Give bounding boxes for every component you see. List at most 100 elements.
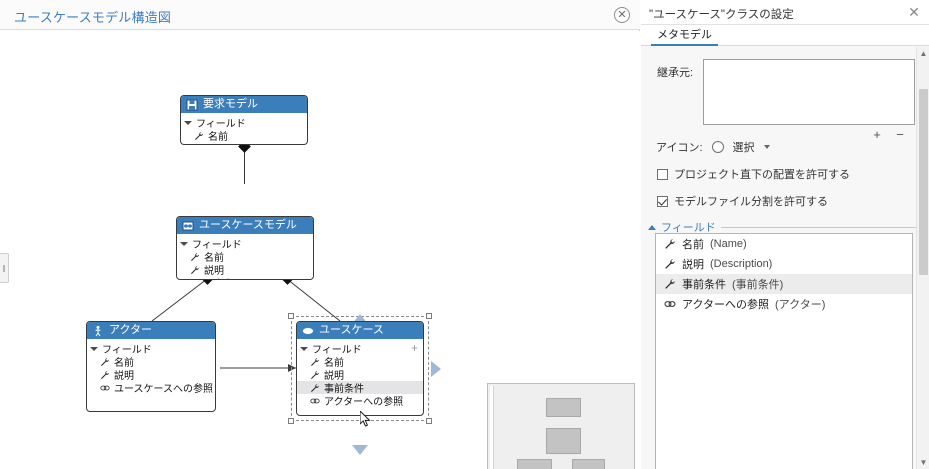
class-field-row[interactable]: 名前	[87, 355, 215, 369]
field-group-label: フィールド	[102, 345, 152, 356]
tab-metamodel[interactable]: メタモデル	[651, 26, 718, 46]
checkbox-box[interactable]	[657, 168, 668, 180]
connect-arrow-up[interactable]	[352, 314, 368, 324]
class-field-row[interactable]: 説明	[181, 141, 307, 146]
scrollbar-thumb[interactable]	[919, 89, 928, 275]
checkbox-box[interactable]	[657, 195, 668, 207]
connector-requirement-to-usecasemodel	[244, 144, 245, 184]
class-field-row[interactable]: 説明	[87, 368, 215, 382]
class-field-row[interactable]: アクターへの参照	[297, 394, 423, 408]
chevron-down-icon[interactable]	[763, 145, 770, 149]
minimap-node	[517, 459, 552, 469]
field-list-row[interactable]: 事前条件 (事前条件)	[656, 274, 912, 294]
resize-handle-se[interactable]	[426, 418, 432, 424]
class-node-requirement-model[interactable]: 要求モデル フィールド 名前 説明	[180, 95, 308, 145]
wrench-icon	[311, 383, 320, 392]
field-name: アクターへの参照	[682, 299, 770, 311]
field-list-row[interactable]: 説明 (Description)	[656, 254, 912, 274]
field-group-header[interactable]: フィールド +	[297, 341, 423, 356]
chevron-up-icon	[648, 224, 656, 230]
connector-lines	[151, 278, 341, 372]
circle-x-icon[interactable]: ✕	[614, 7, 630, 23]
add-field-button[interactable]: +	[410, 341, 418, 355]
field-list-row[interactable]: 名前 (Name)	[656, 234, 912, 254]
diagram-editor: ユースケースモデル構造図 ✕	[0, 0, 640, 469]
field-group-label: フィールド	[312, 345, 362, 356]
save-model-icon	[186, 99, 198, 110]
class-field-label: アクターへの参照	[324, 397, 404, 408]
editor-titlebar: ユースケースモデル構造図 ✕	[0, 0, 640, 30]
icon-select-button[interactable]: 選択	[732, 142, 755, 154]
close-icon[interactable]: ✕	[908, 4, 920, 20]
left-panel-handle[interactable]	[0, 253, 9, 283]
class-field-row[interactable]: アクター	[177, 276, 313, 279]
checkbox-allow-project-root[interactable]: プロジェクト直下の配置を許可する	[657, 166, 850, 182]
scroll-up-button[interactable]: ▲	[919, 49, 928, 58]
link-icon	[310, 398, 320, 403]
actor-icon	[95, 325, 101, 336]
connect-arrow-down[interactable]	[352, 445, 368, 455]
inherit-remove-button[interactable]: −	[896, 127, 904, 142]
resize-handle-ne[interactable]	[426, 313, 432, 319]
class-node-title: ユースケースモデル	[199, 219, 297, 231]
class-field-label: 説明	[208, 141, 228, 144]
link-icon	[664, 301, 676, 307]
field-list[interactable]: 名前 (Name) 説明 (Description) 事前条件 (事前条件) ア…	[655, 233, 913, 469]
icon-select-row: アイコン: 選択	[656, 139, 770, 155]
class-field-row[interactable]: 説明	[177, 263, 313, 277]
class-field-row[interactable]: 事前条件	[297, 381, 423, 395]
field-group-header[interactable]: フィールド	[181, 116, 307, 130]
property-panel: "ユースケース"クラスの設定 ✕ メタモデル 継承元: + − アイコン: 選択…	[641, 0, 929, 469]
field-type: (事前条件)	[732, 279, 784, 291]
field-name: 説明	[682, 259, 704, 271]
class-field-label: ユースケースへの参照	[114, 384, 213, 395]
class-node-header: ユースケースモデル	[177, 217, 313, 234]
minimap-rail	[490, 386, 494, 469]
field-group-header[interactable]: フィールド	[177, 237, 313, 251]
icon-preview-circle-icon	[711, 141, 724, 153]
field-type: (アクター)	[775, 299, 826, 311]
inherit-add-button[interactable]: +	[873, 127, 881, 142]
connect-arrow-right[interactable]	[431, 361, 441, 377]
class-node-usecase-model[interactable]: ユースケースモデル フィールド 名前 説明	[176, 216, 314, 280]
scroll-down-button[interactable]: ▼	[919, 458, 928, 467]
diagram-canvas[interactable]: 要求モデル フィールド 名前 説明	[0, 31, 640, 469]
class-field-row[interactable]: 名前	[177, 250, 313, 264]
panel-titlebar: "ユースケース"クラスの設定 ✕	[641, 0, 929, 25]
resize-handle-sw[interactable]	[288, 418, 294, 424]
class-field-row[interactable]: ユースケースへの参照	[87, 381, 215, 395]
class-node-body: フィールド 名前 説明 ユースケースへの参照	[87, 339, 215, 395]
wrench-icon	[191, 252, 200, 261]
class-field-row[interactable]: 名前	[181, 129, 307, 143]
panel-body: 継承元: + − アイコン: 選択 プロジェクト直下の配置を許可する モデルファ…	[641, 47, 929, 469]
checkbox-allow-model-file-split[interactable]: モデルファイル分割を許可する	[657, 193, 828, 209]
panel-scrollbar[interactable]: ▲ ▼	[916, 47, 929, 469]
diagram-minimap[interactable]	[487, 383, 635, 469]
field-group-header[interactable]: フィールド	[87, 342, 215, 356]
wrench-icon	[194, 144, 204, 146]
minimap-node	[572, 459, 605, 469]
class-node-body: フィールド 名前 説明 ユースケースモデル	[181, 113, 307, 146]
field-section-header[interactable]: フィールド	[648, 219, 922, 235]
inherit-list[interactable]	[703, 59, 915, 125]
class-field-row[interactable]: 名前	[297, 355, 423, 369]
class-node-usecase[interactable]: ユースケース フィールド + 名前 説明	[296, 321, 424, 416]
class-node-title: ユースケース	[319, 324, 384, 336]
class-node-actor[interactable]: アクター フィールド 名前 説明	[86, 321, 216, 412]
wrench-icon	[195, 131, 204, 140]
minimap-node	[546, 398, 581, 417]
field-group-label: フィールド	[196, 119, 246, 130]
class-node-header: アクター	[87, 322, 215, 339]
wrench-icon	[191, 265, 200, 274]
class-field-label: 名前	[208, 132, 228, 143]
field-list-row[interactable]: アクターへの参照 (アクター)	[656, 294, 912, 314]
page-title: ユースケースモデル構造図	[14, 10, 172, 25]
wrench-icon	[665, 259, 675, 269]
class-field-label: 名前	[204, 253, 224, 264]
resize-handle-nw[interactable]	[288, 313, 294, 319]
minimap-node	[546, 428, 581, 454]
class-field-row[interactable]: 説明	[297, 368, 423, 382]
field-name: 名前	[682, 239, 704, 251]
class-node-header: ユースケース	[297, 322, 423, 339]
